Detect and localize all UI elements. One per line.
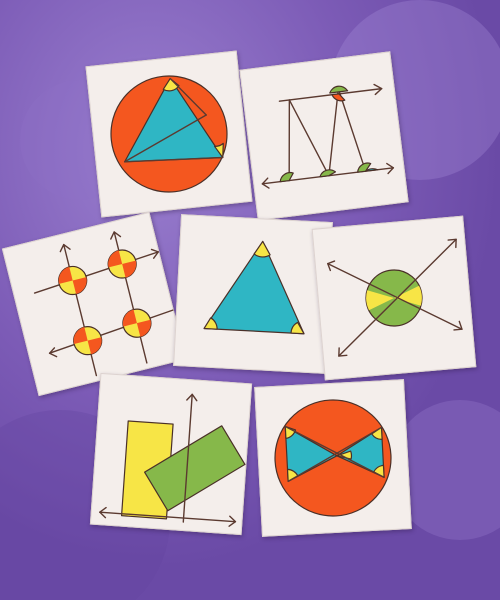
cyan-triangle-left	[284, 425, 338, 482]
cyan-triangle	[203, 240, 305, 335]
red-angle-top	[331, 93, 346, 102]
bowtie-figure	[274, 399, 392, 517]
card-intersecting-lines[interactable]	[311, 215, 477, 381]
card-vertical-angles-grid[interactable]	[1, 211, 187, 397]
green-angle-2	[319, 169, 337, 178]
angle-pair-1	[58, 265, 88, 296]
green-rectangle	[144, 425, 246, 512]
angle-mark-center	[336, 450, 353, 460]
central-angles	[365, 269, 423, 327]
parallel-lines-figure	[261, 83, 395, 189]
inscribed-triangle-figure	[110, 75, 228, 193]
card-rectangles[interactable]	[89, 372, 253, 536]
angle-pair-4	[122, 308, 152, 338]
rectangles-figure	[99, 393, 246, 527]
green-angle-1	[279, 171, 294, 183]
card-bowtie-circle[interactable]	[254, 379, 412, 537]
cyan-angle	[364, 168, 379, 172]
angle-mark-right	[213, 142, 224, 159]
angle-mark-left	[203, 317, 218, 330]
top-line-arrow	[278, 87, 383, 102]
angle-mark-right	[290, 321, 305, 335]
green-angle-top	[329, 85, 349, 94]
vertical-angles-grid-figure	[33, 231, 174, 377]
card-triangle-angles[interactable]	[173, 214, 333, 374]
card-inscribed-triangle[interactable]	[85, 50, 253, 218]
angle-mark-top	[162, 77, 180, 92]
angle-mark-top	[253, 240, 271, 258]
green-angle-3	[357, 162, 372, 173]
triangle-figure	[203, 240, 305, 335]
cyan-triangle-right	[336, 426, 385, 478]
angle-mark-1	[284, 425, 297, 440]
intersecting-lines-figure	[327, 238, 463, 357]
card-parallel-lines[interactable]	[239, 51, 409, 221]
angle-pair-2	[107, 249, 137, 279]
angle-pair-3	[73, 326, 103, 356]
